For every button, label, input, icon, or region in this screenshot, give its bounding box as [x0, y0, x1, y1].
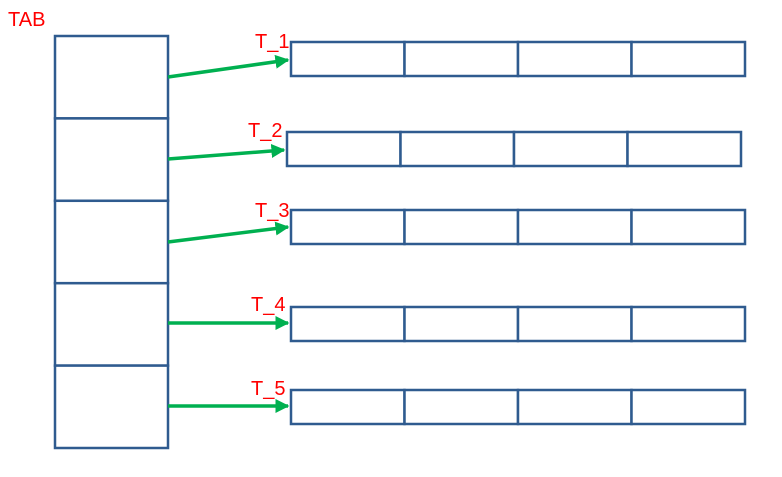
sub-table-cell [399, 130, 516, 168]
sub-table-cell [516, 208, 633, 246]
sub-table-cell [289, 208, 406, 246]
sub-table-row: T_3 [255, 200, 747, 246]
pointer-arrow [167, 221, 290, 244]
sub-table-label: T_5 [251, 378, 285, 400]
main-table-slot [53, 364, 170, 450]
sub-table-cell [403, 305, 520, 343]
sub-table-label: T_1 [255, 31, 289, 53]
sub-table-cell [289, 305, 406, 343]
pointer-arrow [167, 54, 290, 79]
sub-table-cell [516, 305, 633, 343]
sub-tables: T_1T_2T_3T_4T_5 [248, 31, 747, 426]
sub-table-cell [630, 305, 747, 343]
main-table-slot [53, 34, 170, 120]
arrows [167, 54, 290, 413]
main-table [53, 34, 170, 450]
sub-table-cell [403, 208, 520, 246]
main-table-slot [53, 199, 170, 285]
sub-table-cell [403, 40, 520, 78]
sub-table-cell [630, 388, 747, 426]
sub-table-cell [289, 40, 406, 78]
main-table-slot [53, 117, 170, 203]
sub-table-cell [516, 40, 633, 78]
sub-table-cell [630, 40, 747, 78]
sub-table-cell [516, 388, 633, 426]
sub-table-label: T_2 [248, 120, 282, 142]
sub-table-cell [285, 130, 402, 168]
main-table-slot [53, 281, 170, 367]
sub-table-cell [289, 388, 406, 426]
sub-table-row: T_5 [251, 378, 747, 426]
main-table-label: TAB [8, 9, 45, 31]
sub-table-row: T_4 [251, 294, 747, 343]
pointer-arrow [167, 143, 286, 161]
sub-table-cell [403, 388, 520, 426]
sub-table-cell [626, 130, 743, 168]
sub-table-label: T_3 [255, 200, 289, 222]
sub-table-cell [512, 130, 629, 168]
sub-table-cell [630, 208, 747, 246]
sub-table-label: T_4 [251, 294, 285, 316]
sub-table-row: T_1 [255, 31, 747, 78]
sub-table-row: T_2 [248, 120, 743, 168]
